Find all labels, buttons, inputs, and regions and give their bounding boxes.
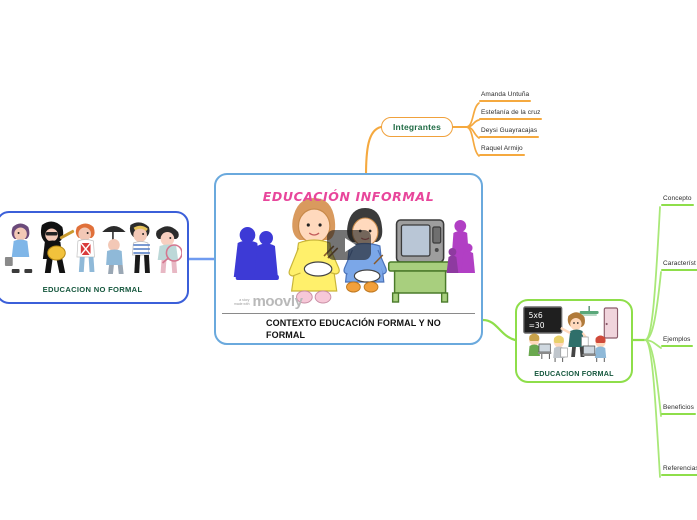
play-triangle (344, 238, 356, 252)
informal-artwork-title: EDUCACIÓN INFORMAL (262, 189, 435, 204)
leaf-topic-ejemplos-label: Ejemplos (663, 336, 691, 343)
leaf-underline (661, 473, 697, 476)
connector-topic-2 (644, 271, 662, 341)
connector-topic-1 (644, 206, 661, 341)
leaf-topic-ejemplos[interactable]: Ejemplos (661, 336, 693, 347)
leaf-topic-caracteristicas[interactable]: Característ (661, 260, 697, 271)
connector-formal (481, 318, 517, 342)
node-root-contexto[interactable]: EDUCACIÓN INFORMAL (214, 173, 483, 345)
leaf-underline (479, 135, 540, 138)
no-formal-caption: EDUCACION NO FORMAL (42, 285, 143, 294)
root-caption: CONTEXTO EDUCACIÓN FORMAL Y NO FORMAL (222, 313, 475, 341)
leaf-topic-concepto-label: Concepto (663, 195, 692, 202)
leaf-topic-referencias-label: Referencias (663, 465, 697, 472)
connector-topic-4 (644, 339, 662, 417)
moovly-made-with-label: a story made with (234, 298, 250, 306)
leaf-topic-referencias[interactable]: Referencias (661, 465, 697, 476)
leaf-member-estefania[interactable]: Estefanía de la cruz (479, 109, 543, 120)
leaf-member-raquel-label: Raquel Armijo (481, 145, 523, 152)
connector-topic-5 (644, 339, 661, 478)
leaf-member-amanda[interactable]: Amanda Untuña (479, 91, 532, 102)
svg-text:5x6: 5x6 (529, 311, 543, 320)
leaf-topic-concepto[interactable]: Concepto (661, 195, 694, 206)
moovly-brand-label: moovly (252, 293, 303, 310)
leaf-underline (661, 203, 694, 206)
informal-illustration (233, 198, 475, 304)
leaf-underline (479, 117, 543, 120)
leaf-member-amanda-label: Amanda Untuña (481, 91, 530, 98)
node-integrantes-label: Integrantes (392, 122, 442, 132)
leaf-member-estefania-label: Estefanía de la cruz (481, 109, 541, 116)
connector-topic-3 (644, 339, 662, 349)
formal-illustration-wrap: 5x6 =30 (521, 304, 627, 364)
node-integrantes[interactable]: Integrantes (381, 117, 453, 137)
leaf-topic-caracteristicas-label: Característ (663, 260, 696, 267)
leaf-underline (479, 99, 532, 102)
connector-member-1 (465, 102, 480, 128)
connector-member-3 (465, 126, 480, 139)
connector-member-4 (465, 126, 480, 157)
root-video-thumbnail[interactable]: EDUCACIÓN INFORMAL (222, 180, 475, 310)
node-educacion-formal[interactable]: 5x6 =30 (515, 299, 633, 383)
leaf-member-raquel[interactable]: Raquel Armijo (479, 145, 525, 156)
svg-text:=30: =30 (529, 321, 545, 330)
formal-illustration: 5x6 =30 (523, 306, 619, 362)
connector-member-2 (465, 119, 480, 128)
leaf-underline (479, 153, 525, 156)
leaf-underline (661, 268, 697, 271)
connector-integrantes (364, 125, 383, 178)
play-icon[interactable] (326, 230, 371, 260)
formal-caption: EDUCACION FORMAL (534, 369, 614, 378)
no-formal-illustration-wrap (3, 217, 182, 279)
no-formal-illustration (4, 221, 182, 274)
leaf-underline (661, 344, 693, 347)
moovly-watermark: a story made with moovly (234, 293, 303, 310)
leaf-member-deysi-label: Deysi Guayracajas (481, 127, 538, 134)
leaf-topic-beneficios-label: Beneficios (663, 404, 694, 411)
leaf-underline (661, 412, 696, 415)
node-educacion-no-formal[interactable]: EDUCACION NO FORMAL (0, 211, 189, 304)
leaf-member-deysi[interactable]: Deysi Guayracajas (479, 127, 540, 138)
leaf-topic-beneficios[interactable]: Beneficios (661, 404, 696, 415)
